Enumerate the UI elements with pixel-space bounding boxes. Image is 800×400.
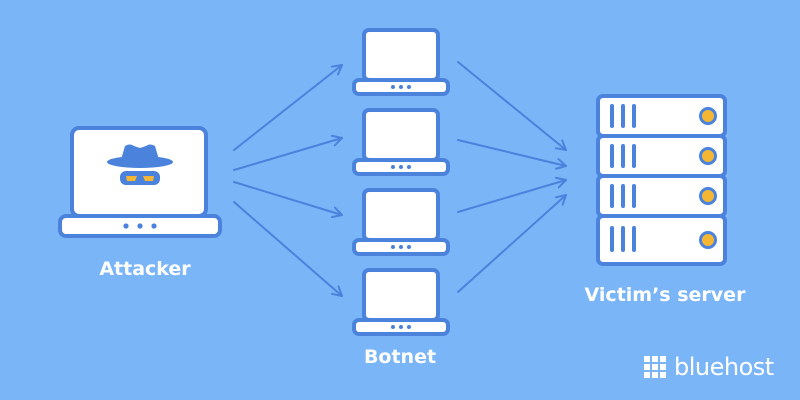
attacker-laptop-icon: [58, 126, 222, 238]
arrow-bot-1-to-victim: [457, 61, 567, 151]
arrow-attacker-to-bot-2: [233, 134, 343, 171]
victim-server-label: Victim’s server: [584, 284, 746, 306]
spy-icon: [107, 144, 173, 185]
arrow-attacker-to-bot-3: [233, 181, 343, 219]
brand-name: bluehost: [674, 353, 774, 381]
bot-laptop-icon: [352, 268, 450, 336]
arrow-attacker-to-bot-1: [233, 64, 343, 151]
arrow-bot-3-to-victim: [457, 176, 567, 213]
bot-laptop-icon: [352, 28, 450, 96]
arrow-bot-4-to-victim: [457, 194, 567, 293]
botnet-label: Botnet: [363, 346, 437, 368]
arrow-bot-2-to-victim: [457, 139, 567, 170]
bot-laptop-icon: [352, 188, 450, 256]
server-rack-icon: [596, 94, 727, 266]
brand-logo: bluehost: [644, 352, 774, 382]
arrow-attacker-to-bot-4: [233, 201, 343, 297]
grid-logo-icon: [644, 356, 666, 378]
bot-laptop-icon: [352, 108, 450, 176]
attacker-label: Attacker: [99, 258, 191, 280]
